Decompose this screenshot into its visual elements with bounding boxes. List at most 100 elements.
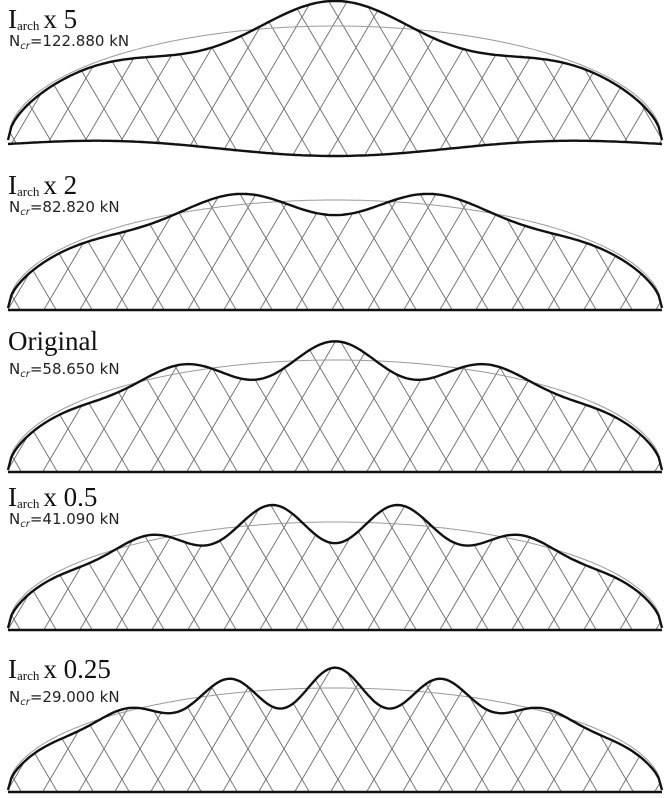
lattice-line bbox=[211, 341, 313, 472]
lattice-line bbox=[139, 0, 241, 157]
lattice-line bbox=[111, 341, 213, 472]
lattice-line bbox=[571, 193, 662, 310]
critical-load-label: Ncr=29.000 kN bbox=[9, 690, 120, 710]
lattice-line bbox=[391, 193, 493, 310]
lattice-line bbox=[291, 0, 393, 157]
lattice-line bbox=[499, 193, 601, 310]
title-symbol: Original bbox=[8, 326, 98, 356]
original-arch-outline bbox=[7, 25, 663, 141]
lattice-line bbox=[147, 341, 249, 472]
lattice-line bbox=[219, 193, 321, 310]
buckled-arch-outline bbox=[6, 666, 664, 791]
lattice-line bbox=[103, 193, 205, 310]
panel-original: Original Ncr=58.650 kN bbox=[0, 320, 670, 480]
ncr-subscript: cr bbox=[20, 369, 30, 380]
critical-load-label: Ncr=41.090 kN bbox=[9, 512, 120, 532]
lattice-line bbox=[327, 505, 429, 630]
lattice-line bbox=[183, 0, 285, 157]
lattice-line bbox=[175, 0, 277, 157]
lattice-line bbox=[643, 193, 662, 310]
lattice-line bbox=[147, 0, 249, 157]
lattice-line bbox=[75, 0, 177, 157]
lattice-line bbox=[607, 341, 662, 472]
title-subscript: arch bbox=[17, 184, 40, 199]
lattice-line bbox=[607, 505, 662, 630]
arch-shape-x2 bbox=[6, 192, 664, 312]
lattice-line bbox=[543, 0, 645, 157]
lattice-line bbox=[507, 0, 609, 157]
lattice-line bbox=[571, 0, 662, 157]
lattice-line bbox=[543, 341, 645, 472]
ncr-subscript: cr bbox=[20, 41, 30, 52]
lattice-line bbox=[183, 193, 285, 310]
lattice-line bbox=[139, 193, 241, 310]
lattice-line bbox=[435, 193, 537, 310]
buckled-arch-outline bbox=[6, 503, 664, 629]
lattice-line bbox=[355, 505, 457, 630]
lattice-line bbox=[175, 505, 277, 630]
lattice-line bbox=[175, 193, 277, 310]
lattice-line bbox=[427, 193, 529, 310]
lattice-line bbox=[103, 505, 205, 630]
panel-title: Original bbox=[8, 328, 102, 361]
lattice-line bbox=[103, 0, 205, 157]
ncr-symbol: N bbox=[9, 198, 21, 216]
lattice-line bbox=[8, 667, 33, 793]
lattice-line bbox=[355, 193, 457, 310]
buckled-arch-outline bbox=[6, 340, 664, 471]
lattice-line bbox=[139, 341, 241, 472]
lattice-line bbox=[319, 193, 421, 310]
lattice-line bbox=[319, 341, 421, 472]
bottom-chord bbox=[7, 139, 663, 158]
lattice-line bbox=[507, 193, 609, 310]
lattice-line bbox=[435, 0, 537, 157]
lattice-line bbox=[507, 505, 609, 630]
title-subscript: arch bbox=[17, 18, 40, 33]
arch-shape-x5 bbox=[6, 0, 664, 158]
lattice-line bbox=[471, 193, 573, 310]
lattice-line bbox=[579, 0, 662, 157]
lattice-line bbox=[111, 193, 213, 310]
lattice-line bbox=[579, 505, 662, 630]
title-multiplier: x 0.5 bbox=[43, 482, 98, 512]
lattice-line bbox=[8, 505, 33, 630]
lattice-grid bbox=[8, 193, 662, 310]
lattice-line bbox=[283, 0, 385, 157]
lattice-line bbox=[8, 0, 33, 157]
lattice-line bbox=[247, 505, 349, 630]
title-subscript: arch bbox=[17, 496, 40, 511]
lattice-line bbox=[615, 667, 662, 793]
lattice-line bbox=[363, 193, 465, 310]
lattice-line bbox=[31, 193, 133, 310]
title-subscript: arch bbox=[17, 668, 40, 683]
ncr-value: =29.000 kN bbox=[29, 688, 120, 706]
original-arch-outline bbox=[7, 687, 663, 791]
original-arch-outline bbox=[7, 199, 663, 309]
lattice-line bbox=[327, 193, 429, 310]
lattice-line bbox=[283, 505, 385, 630]
lattice-line bbox=[363, 341, 465, 472]
lattice-line bbox=[255, 193, 357, 310]
ncr-subscript: cr bbox=[20, 207, 30, 218]
lattice-line bbox=[363, 505, 465, 630]
ncr-value: =82.820 kN bbox=[29, 198, 120, 216]
lattice-line bbox=[607, 667, 662, 793]
buckled-arch-outline bbox=[6, 0, 664, 141]
ncr-symbol: N bbox=[9, 688, 21, 706]
title-multiplier: x 2 bbox=[43, 170, 78, 200]
lattice-line bbox=[183, 505, 285, 630]
lattice-line bbox=[435, 505, 537, 630]
lattice-line bbox=[327, 0, 429, 157]
arch-shape-x0-25 bbox=[6, 666, 664, 794]
lattice-line bbox=[67, 0, 169, 157]
lattice-line bbox=[463, 505, 565, 630]
ncr-subscript: cr bbox=[20, 519, 30, 530]
lattice-line bbox=[8, 193, 33, 310]
lattice-line bbox=[607, 193, 662, 310]
lattice-line bbox=[643, 505, 662, 630]
ncr-symbol: N bbox=[9, 32, 21, 50]
